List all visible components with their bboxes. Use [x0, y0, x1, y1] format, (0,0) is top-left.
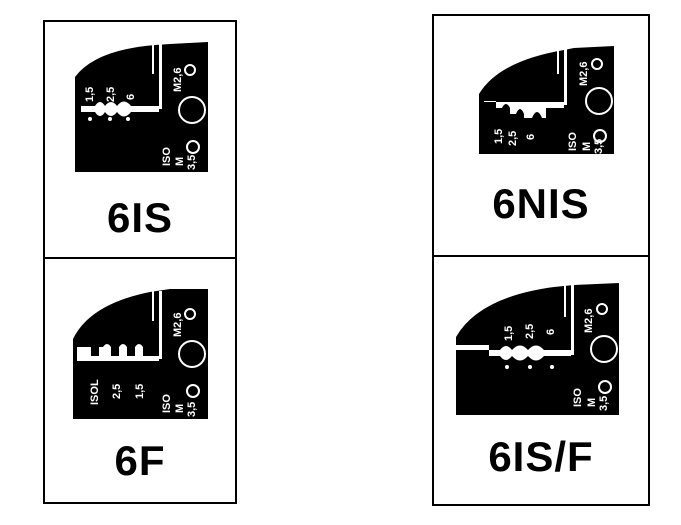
- die-code: 6IS/F: [488, 433, 594, 480]
- die-hole-small: [591, 58, 603, 70]
- die-hole-large: [590, 335, 618, 363]
- m26-label: M2,6: [578, 62, 590, 86]
- size-label: 6: [525, 134, 537, 140]
- size-label: 2,5: [507, 131, 519, 146]
- die-hole-large: [178, 96, 206, 124]
- size-label: 2,5: [524, 324, 536, 339]
- die-separator: [564, 49, 567, 105]
- die-body: [479, 46, 614, 154]
- die-panel-6f: ISOL 2,5 1,5 M2,6 ISO M 3,5 6F: [43, 257, 237, 504]
- die-hole-large: [585, 87, 613, 115]
- die-dot: [505, 365, 509, 369]
- die-dot: [528, 365, 532, 369]
- die-code: 6F: [114, 437, 166, 484]
- die-separator: [159, 44, 162, 109]
- crimp-die-6isf-icon: 1,5 2,5 6 M2,6 ISO M 3,5: [456, 283, 619, 415]
- m26-label: M2,6: [172, 68, 184, 92]
- die-panel-6nis: 1,5 2,5 6 M2,6 ISO M 3,5 6NIS: [432, 14, 650, 257]
- size-label: 6: [125, 94, 137, 100]
- size-label: 1,5: [493, 129, 505, 144]
- die-hole-medium: [593, 129, 607, 143]
- size-label: 2,5: [105, 87, 117, 102]
- crimp-profile: [484, 101, 564, 118]
- die-code: 6IS: [106, 194, 174, 241]
- die-dot: [550, 365, 554, 369]
- size-label: 1,5: [134, 384, 146, 399]
- m-size-label: 3,5: [186, 155, 198, 170]
- m-label: M: [586, 398, 598, 407]
- size-label: 2,5: [111, 384, 123, 399]
- die-code: 6NIS: [492, 180, 590, 227]
- die-dot: [126, 117, 130, 121]
- die-hole-medium: [186, 384, 200, 398]
- m-size-label: 3,5: [593, 139, 605, 154]
- die-separator: [152, 44, 154, 74]
- die-separator: [152, 291, 154, 321]
- iso-label: ISO: [161, 147, 173, 166]
- m26-label: M2,6: [583, 309, 595, 333]
- size-label: 1,5: [84, 87, 96, 102]
- die-dot: [108, 117, 112, 121]
- die-dot: [88, 117, 92, 121]
- size-label: 6: [545, 329, 557, 335]
- die-hole-small: [184, 308, 196, 320]
- m-size-label: 3,5: [598, 396, 610, 411]
- m-label: M: [581, 142, 593, 151]
- m-size-label: 3,5: [186, 402, 198, 417]
- die-separator: [159, 291, 162, 359]
- m-label: M: [174, 157, 186, 166]
- die-separator: [564, 285, 566, 317]
- die-hole-medium: [598, 380, 612, 394]
- isol-label: ISOL: [89, 379, 101, 405]
- m26-label: M2,6: [172, 313, 184, 337]
- crimp-profile: [81, 101, 159, 117]
- die-hole-large: [178, 340, 206, 368]
- size-label: 1,5: [503, 326, 515, 341]
- crimp-profile: [489, 345, 571, 361]
- crimp-profile: [77, 344, 159, 361]
- crimp-die-6f-icon: ISOL 2,5 1,5 M2,6 ISO M 3,5: [73, 289, 208, 419]
- iso-label: ISO: [161, 394, 173, 413]
- die-panel-6isf: 1,5 2,5 6 M2,6 ISO M 3,5 6IS/F: [432, 255, 650, 506]
- crimp-die-6nis-icon: 1,5 2,5 6 M2,6 ISO M 3,5: [479, 46, 614, 154]
- die-hole-small: [184, 64, 196, 76]
- die-panel-6is: 1,5 2,5 6 M2,6 ISO M 3,5 6IS: [43, 20, 237, 259]
- iso-label: ISO: [567, 132, 579, 151]
- iso-label: ISO: [572, 388, 584, 407]
- die-separator: [571, 285, 574, 355]
- die-hole-small: [596, 303, 608, 315]
- m-label: M: [174, 404, 186, 413]
- die-separator: [557, 49, 559, 74]
- crimp-notch: [456, 345, 489, 350]
- die-hole-medium: [186, 140, 200, 154]
- crimp-die-6is-icon: 1,5 2,5 6 M2,6 ISO M 3,5: [75, 42, 208, 172]
